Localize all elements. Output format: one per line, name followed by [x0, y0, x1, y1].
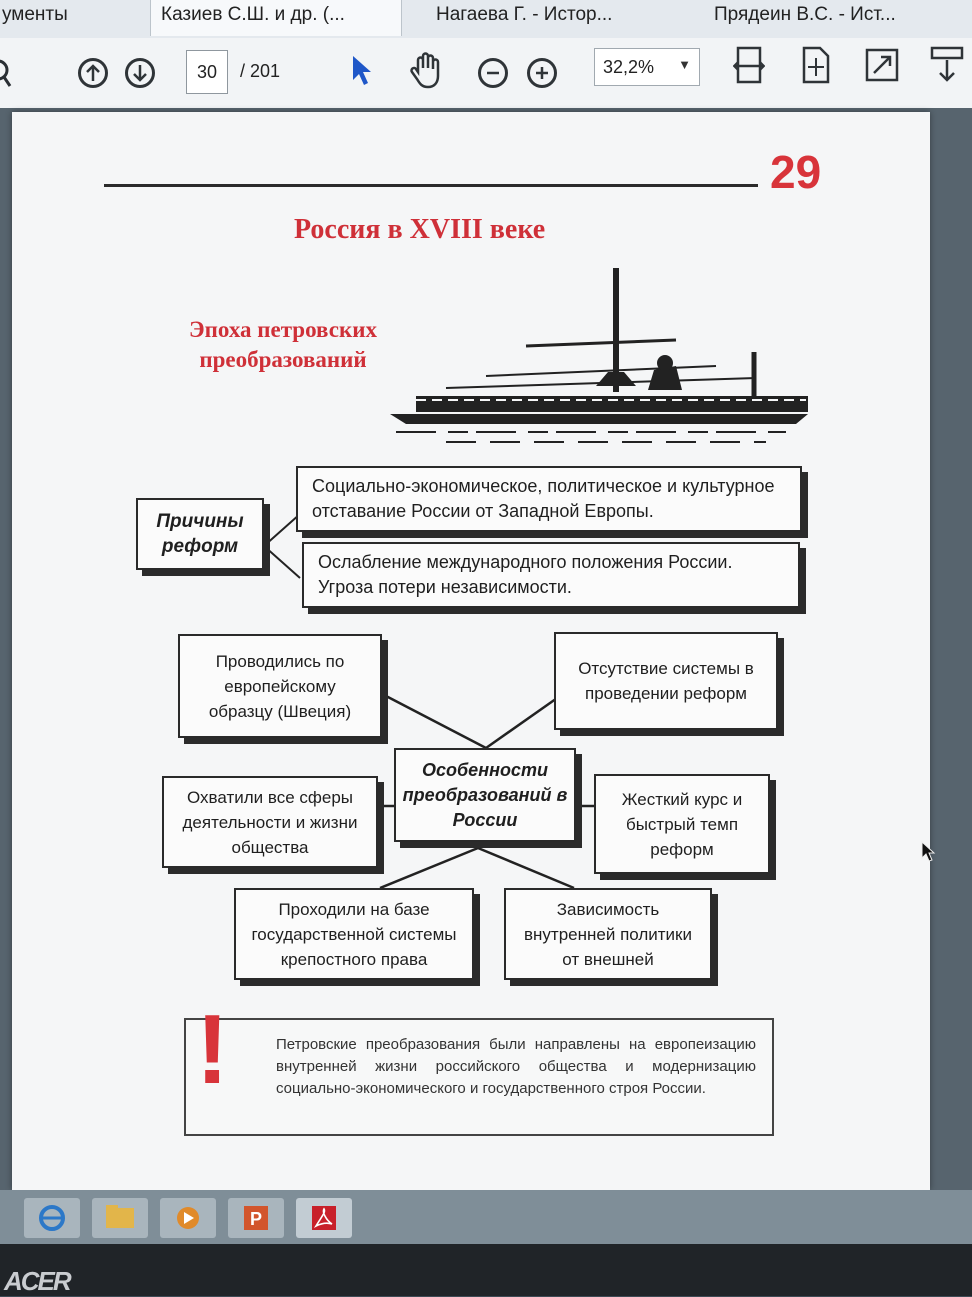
cause-box-2: Ослабление международного положения Росс… [302, 542, 800, 608]
feature-box-all-spheres: Охватили все сферы деятельности и жизни … [162, 776, 378, 868]
taskbar-acrobat[interactable] [296, 1198, 352, 1238]
causes-connector [263, 513, 301, 579]
conclusion-text: Петровские преобразования были направлен… [276, 1036, 756, 1097]
zoom-select[interactable]: 32,2% ▼ [594, 48, 700, 86]
causes-label: Причины реформ [136, 498, 264, 570]
feature-box-tough-course: Жесткий курс и быстрый темп реформ [594, 774, 770, 874]
feature-box-serfdom-basis: Проходили на базе государственной систем… [234, 888, 474, 980]
page-title: Россия в XVIII веке [294, 214, 546, 245]
page-number-input[interactable]: 30 [186, 50, 228, 94]
feature-box-no-system: Отсутствие системы в проведении реформ [554, 632, 778, 730]
scroll-down-icon[interactable] [930, 46, 964, 86]
folder-icon [106, 1205, 134, 1228]
taskbar-internet-explorer[interactable] [24, 1198, 80, 1238]
tab-kaziev[interactable]: Казиев С.Ш. и др. (... × [150, 0, 402, 36]
features-label: Особенности преобразований в России [394, 748, 576, 842]
taskbar-media-player[interactable] [160, 1198, 216, 1238]
page-number: 29 [770, 146, 822, 198]
search-icon[interactable] [0, 58, 18, 92]
hand-tool-icon[interactable] [410, 50, 446, 90]
tab-nagaeva[interactable]: Нагаева Г. - Истор... [436, 4, 613, 25]
tab-pryadein[interactable]: Прядеин В.С. - Ист... [714, 4, 896, 25]
section-title: Эпоха петровских преобразований [189, 317, 377, 372]
page-down-icon[interactable] [125, 58, 155, 88]
svg-text:P: P [250, 1209, 262, 1229]
conclusion-box [184, 1018, 774, 1136]
taskbar-powerpoint[interactable]: P [228, 1198, 284, 1238]
fit-page-icon[interactable] [800, 46, 832, 86]
monitor-bezel [0, 1244, 972, 1296]
chevron-down-icon: ▼ [678, 57, 691, 72]
ship-illustration [390, 268, 808, 443]
tab-bar: ументы Казиев С.Ш. и др. (... × Нагаева … [0, 0, 972, 39]
tab-documents[interactable]: ументы [2, 4, 68, 25]
header-rule [104, 184, 758, 187]
cause-box-1: Социально-экономическое, политическое и … [296, 466, 802, 532]
select-cursor-icon[interactable] [350, 54, 374, 88]
zoom-in-icon[interactable] [527, 58, 557, 88]
taskbar-file-explorer[interactable] [92, 1198, 148, 1238]
media-player-icon [177, 1207, 199, 1229]
exclamation-icon: ! [196, 994, 229, 1104]
powerpoint-icon: P [244, 1206, 268, 1230]
mouse-cursor-icon [921, 840, 936, 862]
fit-width-icon[interactable] [733, 46, 765, 86]
page-total: / 201 [240, 61, 281, 81]
monitor-logo: ACER [4, 1266, 72, 1296]
internet-explorer-icon [39, 1205, 65, 1231]
zoom-out-icon[interactable] [478, 58, 508, 88]
page-up-icon[interactable] [78, 58, 108, 88]
feature-box-dependence: Зависимость внутренней политики от внешн… [504, 888, 712, 980]
feature-box-european-model: Проводились по европейскому образцу (Шве… [178, 634, 382, 738]
fullscreen-icon[interactable] [865, 48, 899, 84]
acrobat-icon [312, 1206, 336, 1230]
